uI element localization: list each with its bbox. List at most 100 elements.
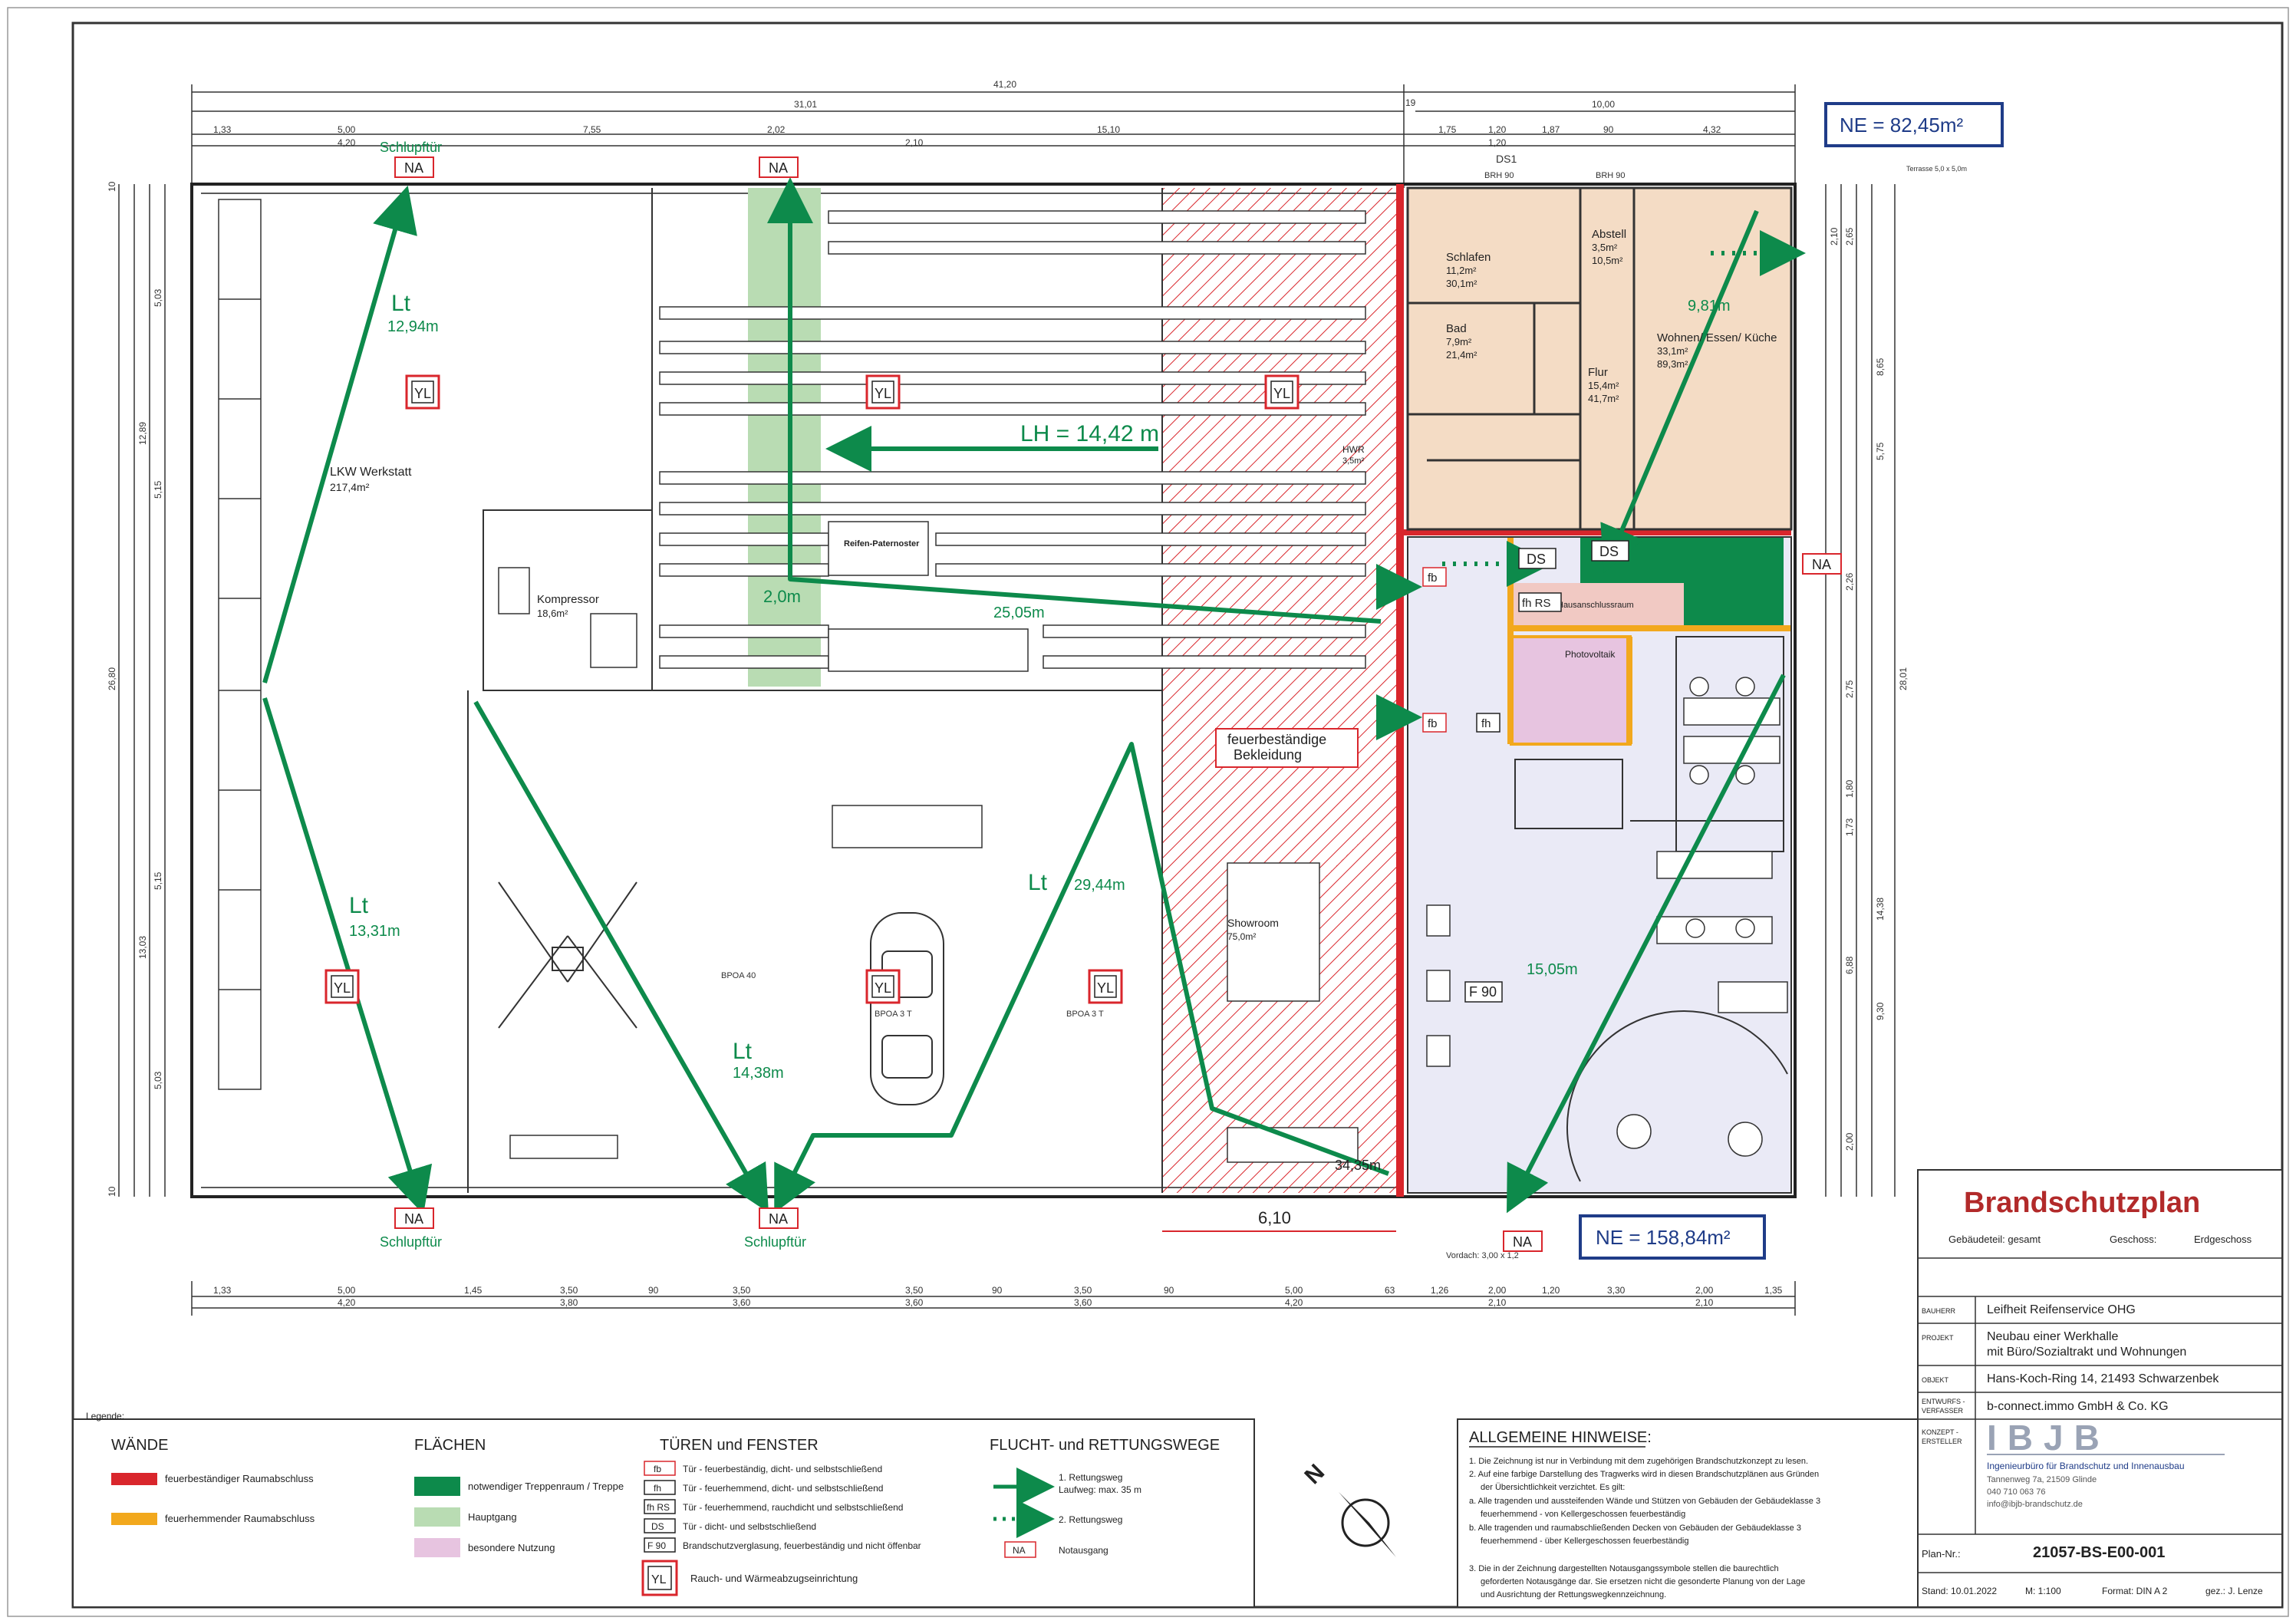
svg-text:1,35: 1,35 <box>1764 1285 1783 1296</box>
svg-text:2,0m: 2,0m <box>763 587 801 606</box>
svg-text:31,01: 31,01 <box>794 99 817 110</box>
svg-text:1. Rettungsweg: 1. Rettungsweg <box>1059 1472 1122 1483</box>
svg-text:NE = 158,84m²: NE = 158,84m² <box>1596 1226 1731 1249</box>
rwa-icon: YL <box>1264 374 1300 410</box>
svg-text:5,03: 5,03 <box>153 1071 163 1089</box>
svg-text:YL: YL <box>414 386 431 401</box>
fire-retardant-walls <box>1507 537 1791 744</box>
ne-box-bottom: NE = 158,84m² <box>1579 1214 1766 1260</box>
svg-text:5,15: 5,15 <box>153 480 163 499</box>
svg-text:geforderten Notausgänge dar. S: geforderten Notausgänge dar. Sie ersetze… <box>1481 1577 1805 1586</box>
svg-text:besondere Nutzung: besondere Nutzung <box>468 1542 555 1553</box>
svg-text:fh RS: fh RS <box>1522 597 1551 610</box>
route-office <box>1507 674 1786 1214</box>
svg-text:4,20: 4,20 <box>338 1297 356 1308</box>
svg-text:41,7m²: 41,7m² <box>1588 393 1619 404</box>
svg-text:Schlafen: Schlafen <box>1446 251 1491 264</box>
svg-text:Flur: Flur <box>1588 366 1608 379</box>
route-lt3 <box>473 700 769 1213</box>
svg-text:Schlupftür: Schlupftür <box>380 1234 442 1250</box>
apartment-walls <box>1406 186 1793 531</box>
rwa-icon: YL <box>865 374 901 410</box>
compressor-unit <box>590 613 637 668</box>
dimension-text-top: 41,20 31,01 19 10,00 1,33 5,00 4,20 7,55… <box>213 79 1721 148</box>
svg-text:3,60: 3,60 <box>733 1297 751 1308</box>
svg-text:NA: NA <box>769 160 788 176</box>
svg-text:NE = 82,45m²: NE = 82,45m² <box>1840 114 1963 137</box>
svg-text:PROJEKT: PROJEKT <box>1922 1334 1954 1342</box>
svg-text:90: 90 <box>1603 124 1614 135</box>
svg-text:9,30: 9,30 <box>1875 1002 1886 1020</box>
svg-text:YL: YL <box>1097 980 1114 996</box>
svg-text:Reifen-Paternoster: Reifen-Paternoster <box>844 539 920 548</box>
svg-text:5,00: 5,00 <box>338 1285 356 1296</box>
svg-text:Hausanschlussraum: Hausanschlussraum <box>1557 601 1634 610</box>
rwa-icon: YL <box>1088 969 1123 1004</box>
svg-text:Hauptgang: Hauptgang <box>468 1511 517 1523</box>
svg-text:BRH 90: BRH 90 <box>1484 171 1514 180</box>
svg-text:BPOA 3 T: BPOA 3 T <box>1066 1010 1104 1019</box>
svg-text:4,20: 4,20 <box>1285 1297 1303 1308</box>
svg-text:fh: fh <box>1481 717 1491 730</box>
svg-text:26,80: 26,80 <box>107 667 117 690</box>
svg-text:DS1: DS1 <box>1496 153 1517 165</box>
svg-text:5,00: 5,00 <box>1285 1285 1303 1296</box>
svg-text:21,4m²: 21,4m² <box>1446 349 1477 361</box>
svg-text:8,65: 8,65 <box>1875 357 1886 376</box>
svg-text:feuerhemmend - über Kellergesc: feuerhemmend - über Kellergeschossen feu… <box>1481 1537 1689 1546</box>
svg-text:3,30: 3,30 <box>1607 1285 1626 1296</box>
svg-text:1,20: 1,20 <box>1488 124 1507 135</box>
schlupftuer-labels: Schlupftür Schlupftür Schlupftür <box>380 140 806 1250</box>
svg-text:fh RS: fh RS <box>647 1502 670 1513</box>
svg-text:1. Die Zeichnung ist nur in Ve: 1. Die Zeichnung ist nur in Verbindung m… <box>1469 1457 1808 1466</box>
svg-text:1,20: 1,20 <box>1488 137 1507 148</box>
svg-text:10,5m²: 10,5m² <box>1592 255 1623 266</box>
svg-text:NA: NA <box>404 160 423 176</box>
svg-text:Lt: Lt <box>391 291 411 316</box>
svg-text:5,00: 5,00 <box>338 124 356 135</box>
svg-text:41,20: 41,20 <box>993 79 1016 90</box>
svg-text:2,00: 2,00 <box>1488 1285 1507 1296</box>
svg-text:7,55: 7,55 <box>583 124 601 135</box>
dimension-lines-top <box>191 84 1796 188</box>
svg-text:Abstell: Abstell <box>1592 228 1626 241</box>
svg-text:5,03: 5,03 <box>153 288 163 307</box>
svg-text:1,80: 1,80 <box>1844 779 1855 798</box>
svg-text:DS: DS <box>651 1521 664 1532</box>
svg-text:2,10: 2,10 <box>905 137 924 148</box>
door-codes: DS DS fh RS fb fb fh F 90 <box>1422 540 1629 1003</box>
svg-text:ERSTELLER: ERSTELLER <box>1922 1438 1962 1445</box>
svg-text:3,50: 3,50 <box>733 1285 751 1296</box>
svg-text:1,26: 1,26 <box>1431 1285 1449 1296</box>
svg-text:89,3m²: 89,3m² <box>1657 358 1688 370</box>
svg-text:N: N <box>1300 1460 1330 1490</box>
svg-text:Tür - feuerhemmend, dicht- und: Tür - feuerhemmend, dicht- und selbstsch… <box>683 1483 883 1494</box>
svg-text:feuerhemmend - von Kellergesch: feuerhemmend - von Kellergeschossen feue… <box>1481 1510 1685 1519</box>
svg-text:2,02: 2,02 <box>767 124 786 135</box>
legend: Legende: WÄNDE feuerbeständiger Raumabsc… <box>72 1411 1255 1608</box>
svg-text:63: 63 <box>1385 1285 1395 1296</box>
svg-text:6,10: 6,10 <box>1258 1208 1291 1227</box>
svg-text:LH = 14,42 m: LH = 14,42 m <box>1020 421 1159 446</box>
sheet-outer-border <box>7 7 2289 1617</box>
svg-text:6,88: 6,88 <box>1844 956 1855 974</box>
rwa-legend-icon: YL <box>641 1560 678 1596</box>
svg-text:9,81m: 9,81m <box>1688 298 1731 315</box>
svg-text:Laufweg: max. 35 m: Laufweg: max. 35 m <box>1059 1484 1141 1495</box>
svg-text:info@ibjb-brandschutz.de: info@ibjb-brandschutz.de <box>1987 1500 2083 1509</box>
svg-text:ENTWURFS -: ENTWURFS - <box>1922 1398 1965 1405</box>
rwa-symbols: YL YL YL YL YL YL <box>324 374 1300 1004</box>
building-outline <box>190 183 1797 1198</box>
svg-text:Plan-Nr.:: Plan-Nr.: <box>1922 1548 1961 1560</box>
lift-box <box>828 628 1029 672</box>
office-furniture <box>1426 677 1788 1067</box>
svg-text:2,65: 2,65 <box>1844 227 1855 245</box>
svg-text:13,31m: 13,31m <box>349 923 400 940</box>
svg-text:Schlupftür: Schlupftür <box>744 1234 806 1250</box>
coffee-table-1 <box>1616 1114 1652 1149</box>
svg-text:fh: fh <box>654 1483 661 1494</box>
svg-text:IBJB: IBJB <box>1987 1418 2110 1458</box>
svg-text:3. Die in der Zeichnung darges: 3. Die in der Zeichnung dargestellten No… <box>1469 1564 1779 1573</box>
vehicle-lift-left <box>498 881 637 1029</box>
svg-text:Showroom: Showroom <box>1227 917 1279 929</box>
